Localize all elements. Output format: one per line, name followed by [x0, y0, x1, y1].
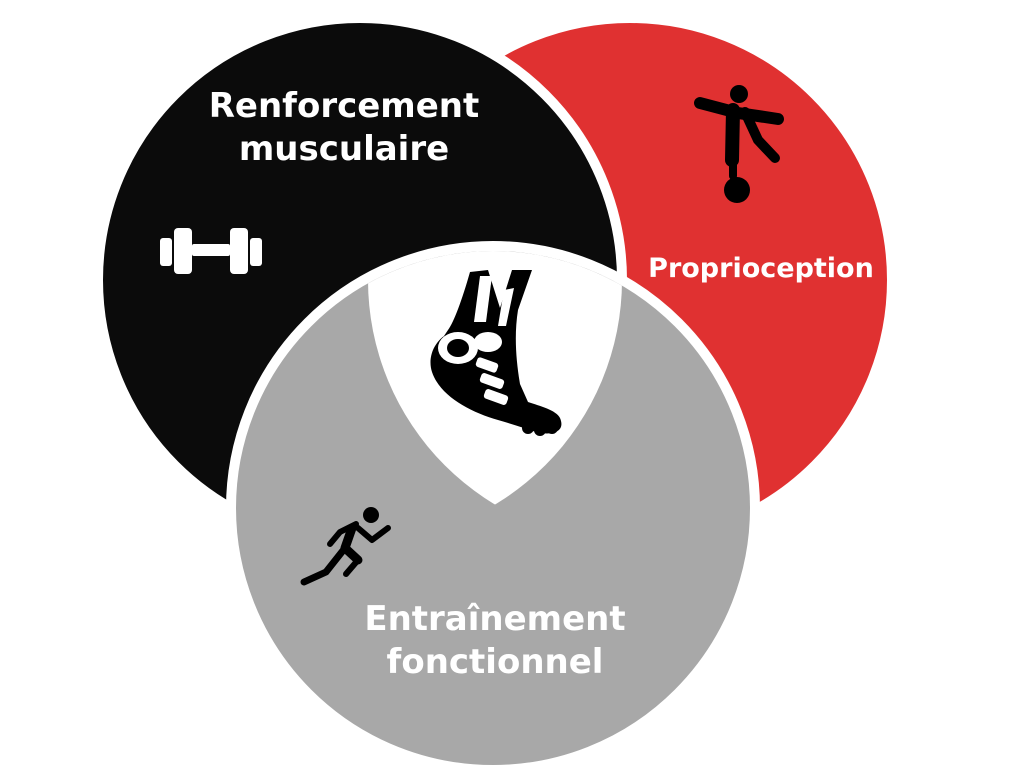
functional-circle [226, 241, 760, 768]
runner-icon [300, 507, 391, 586]
balance-figure-icon [694, 85, 784, 203]
dumbbell-icon [160, 228, 262, 274]
strength-label-line1: Renforcement [209, 86, 480, 126]
foot-bones-icon [430, 270, 562, 436]
proprioception-label: Proprioception [648, 253, 874, 284]
functional-label-line2: fonctionnel [387, 642, 604, 682]
functional-label-line1: Entraînement [364, 599, 625, 639]
strength-label-line2: musculaire [239, 129, 449, 169]
